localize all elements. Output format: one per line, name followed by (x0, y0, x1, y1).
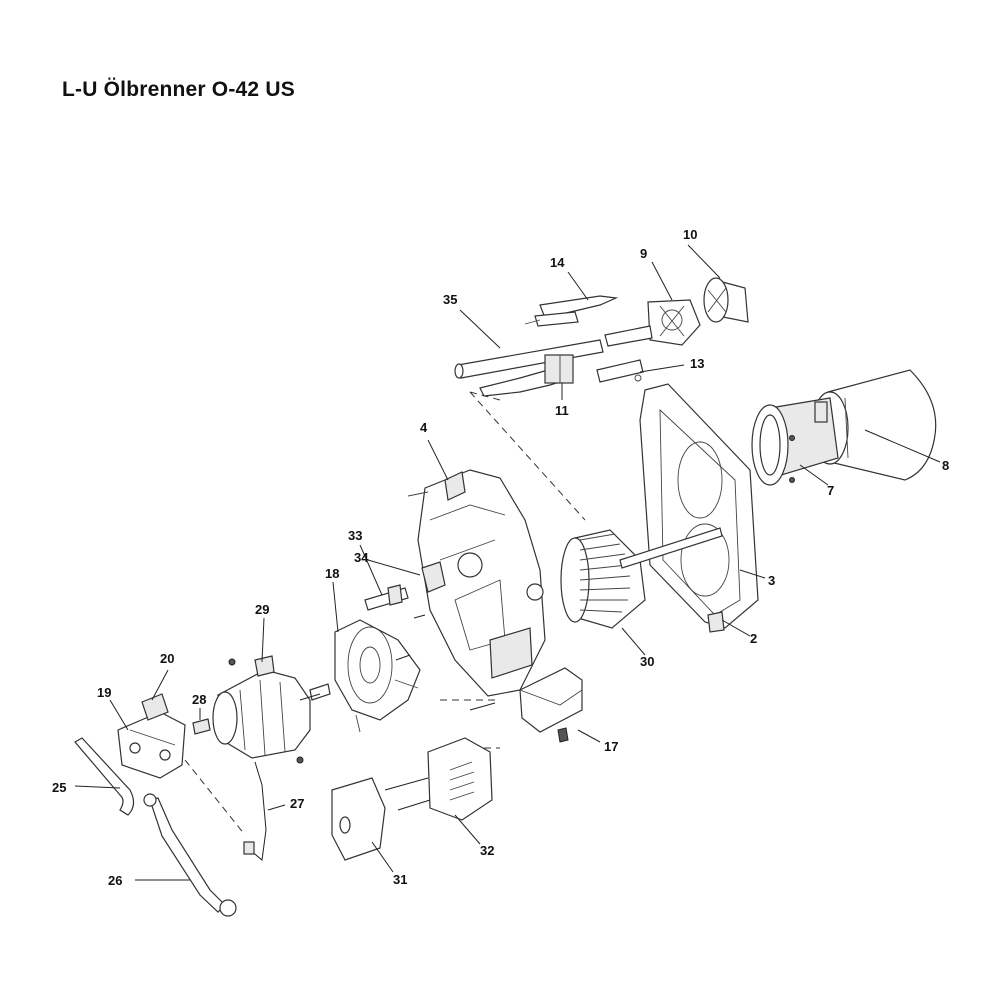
callout-17: 17 (604, 739, 618, 754)
callout-32: 32 (480, 843, 494, 858)
callout-4: 4 (420, 420, 428, 435)
part-4-burner-housing (407, 469, 546, 697)
callout-33: 33 (348, 528, 362, 543)
callout-35: 35 (443, 292, 457, 307)
part-26-oil-hose (143, 793, 237, 917)
callout-9: 9 (640, 246, 647, 261)
part-13-electrode-bracket (596, 325, 653, 383)
part-28-coupling-pin (192, 718, 211, 735)
part-29-motor (212, 655, 331, 764)
callout-13: 13 (690, 356, 704, 371)
fastener-screws (299, 614, 496, 711)
callout-14: 14 (550, 255, 565, 270)
part-7-combustion-head (751, 397, 839, 486)
callout-3: 3 (768, 573, 775, 588)
callout-26: 26 (108, 873, 122, 888)
callout-7: 7 (827, 483, 834, 498)
part-25-oil-hose (74, 737, 135, 816)
callout-29: 29 (255, 602, 269, 617)
part-10-retaining-ring (703, 277, 749, 323)
part-2-nut (707, 611, 725, 633)
part-18-air-inlet-cover (334, 619, 421, 733)
callout-8: 8 (942, 458, 949, 473)
part-27-photocell (243, 761, 267, 861)
part-14-nozzle-assembly (524, 295, 619, 327)
callout-27: 27 (290, 796, 304, 811)
part-35-nozzle-tube (454, 339, 604, 379)
callout-30: 30 (640, 654, 654, 669)
part-33-coupling (364, 584, 409, 611)
callout-11: 11 (555, 403, 569, 418)
part-20-solenoid-valve (141, 693, 169, 721)
callout-20: 20 (160, 651, 174, 666)
callout-18: 18 (325, 566, 339, 581)
part-30-fan-wheel (560, 527, 723, 629)
part-19-oil-pump (117, 711, 186, 779)
part-32-control-unit (384, 737, 493, 821)
part-31-cover (331, 777, 386, 861)
part-11-nozzle-holder (479, 354, 574, 397)
callout-19: 19 (97, 685, 111, 700)
leader-lines (74, 244, 941, 881)
callout-34: 34 (354, 550, 369, 565)
part-34-bracket (421, 561, 446, 593)
part-9-stabilizer-disc (647, 299, 701, 346)
callout-25: 25 (52, 780, 66, 795)
diagram-title: L-U Ölbrenner O-42 US (62, 78, 295, 101)
callout-2: 2 (750, 631, 757, 646)
callout-31: 31 (393, 872, 407, 887)
part-3-mounting-plate (639, 383, 759, 629)
callout-28: 28 (192, 692, 206, 707)
part-17-terminal-block (519, 667, 583, 743)
callout-labels: 10 9 14 35 13 11 8 7 3 2 30 17 4 33 34 1… (52, 227, 949, 888)
callout-10: 10 (683, 227, 697, 242)
